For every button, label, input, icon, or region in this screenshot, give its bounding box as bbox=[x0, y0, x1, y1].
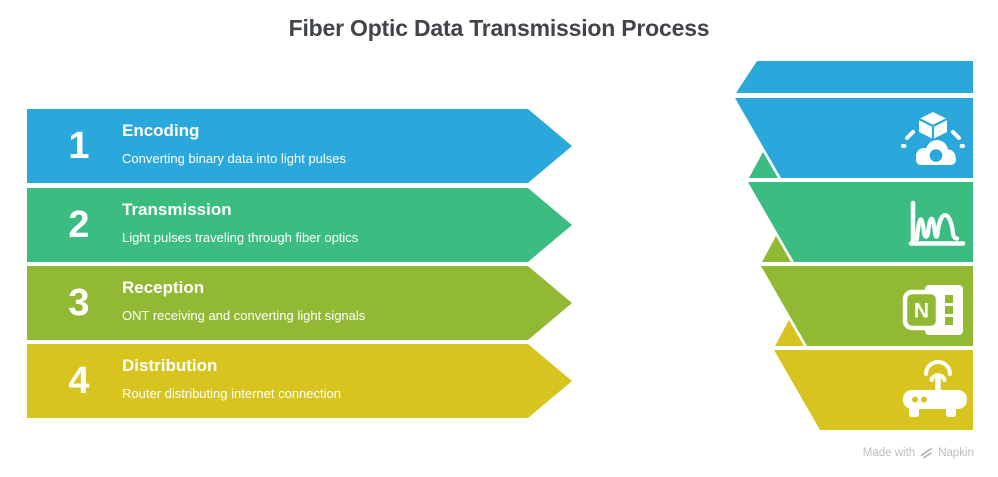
device-port bbox=[945, 317, 953, 325]
step-title: Encoding bbox=[122, 121, 200, 140]
router-led bbox=[912, 396, 918, 403]
page-title: Fiber Optic Data Transmission Process bbox=[288, 15, 710, 41]
step-title: Reception bbox=[122, 278, 205, 297]
step-description: Router distributing internet connection bbox=[122, 386, 341, 401]
ribbon-fold-triangle bbox=[775, 320, 804, 346]
napkin-logo-icon bbox=[920, 447, 933, 458]
wifi-arc-outer bbox=[924, 360, 952, 376]
cube-edges bbox=[918, 118, 948, 139]
step-description: Converting binary data into light pulses bbox=[122, 151, 347, 166]
step-number: 1 bbox=[68, 124, 90, 167]
router-led bbox=[921, 396, 927, 403]
projection-rays bbox=[901, 130, 965, 148]
step-arrow-reception: 3 Reception ONT receiving and converting… bbox=[27, 266, 572, 340]
device-port bbox=[945, 295, 953, 303]
wifi-router-icon bbox=[903, 360, 967, 417]
wifi-arc-inner bbox=[929, 373, 947, 382]
waveform-chart-icon bbox=[908, 200, 966, 246]
device-port bbox=[945, 306, 953, 314]
step-arrow-transmission: 2 Transmission Light pulses traveling th… bbox=[27, 188, 572, 262]
step-arrow-distribution: 4 Distribution Router distributing inter… bbox=[27, 344, 572, 418]
ribbon-fold-cap bbox=[736, 61, 973, 93]
step-number: 4 bbox=[68, 359, 90, 402]
device-letter: N bbox=[914, 300, 929, 323]
chart-axes bbox=[908, 200, 966, 246]
ont-device-icon: N bbox=[902, 285, 963, 335]
step-text-block: Reception ONT receiving and converting l… bbox=[122, 278, 512, 323]
ribbon-segment-distribution bbox=[774, 350, 973, 430]
footer-credit: Made with Napkin bbox=[863, 445, 974, 461]
step-description: ONT receiving and converting light signa… bbox=[122, 308, 366, 323]
ribbon-segment-encoding bbox=[735, 98, 973, 178]
ribbon-fold-triangle bbox=[762, 236, 791, 262]
step-number: 3 bbox=[68, 281, 90, 324]
cube-hologram-icon bbox=[901, 112, 965, 165]
device-badge bbox=[902, 289, 941, 331]
step-title: Distribution bbox=[122, 356, 218, 375]
step-number: 2 bbox=[68, 203, 90, 246]
router-body bbox=[903, 390, 967, 409]
brand-label: Napkin bbox=[938, 447, 974, 459]
step-arrow-encoding: 1 Encoding Converting binary data into l… bbox=[27, 109, 572, 183]
step-title: Transmission bbox=[122, 200, 232, 219]
cloud-hole bbox=[929, 149, 943, 162]
light-pulse-wave bbox=[914, 213, 960, 242]
step-text-block: Transmission Light pulses traveling thro… bbox=[122, 200, 512, 245]
ribbon-fold-triangle bbox=[749, 152, 778, 178]
step-text-block: Distribution Router distributing interne… bbox=[122, 356, 512, 401]
step-text-block: Encoding Converting binary data into lig… bbox=[122, 121, 512, 166]
made-with-label: Made with bbox=[862, 447, 916, 459]
step-description: Light pulses traveling through fiber opt… bbox=[122, 230, 359, 245]
